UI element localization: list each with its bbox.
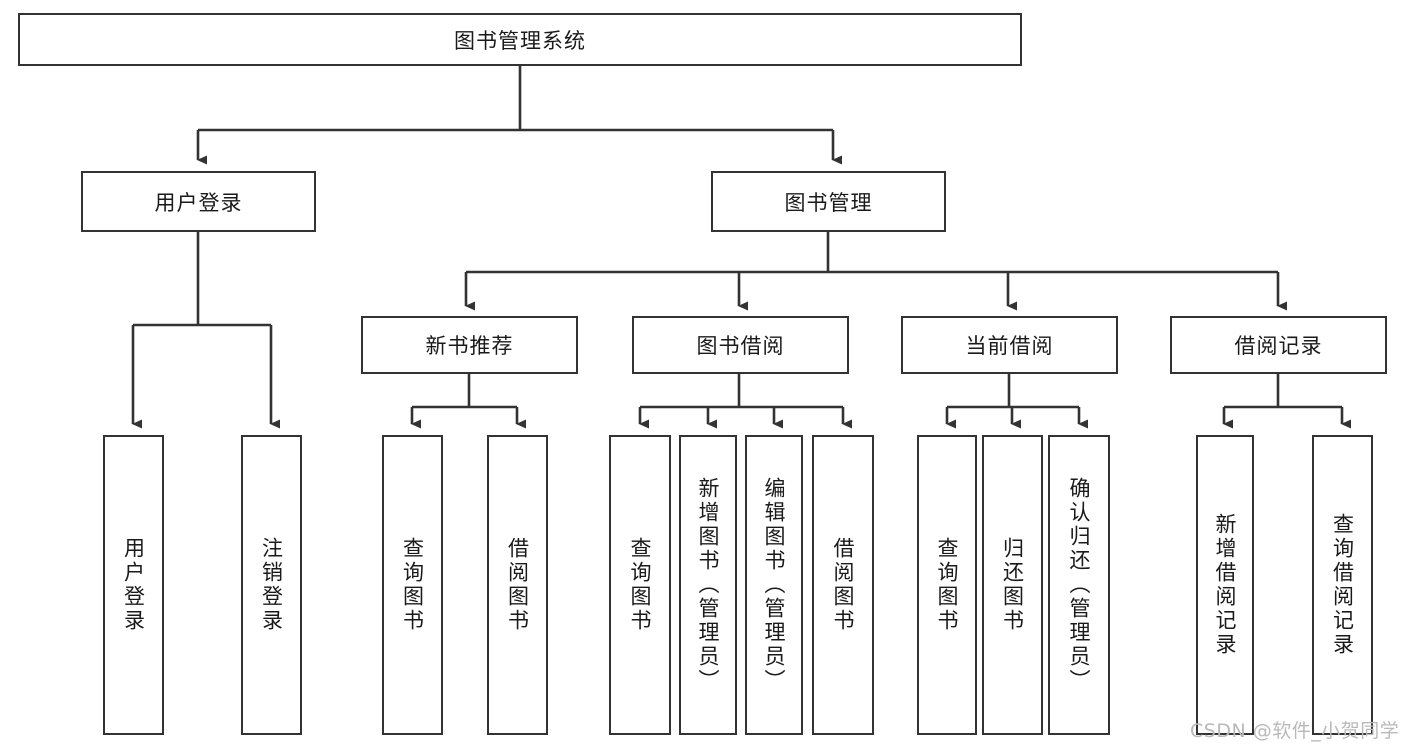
node-label: 新增图书（管理员）: [696, 477, 721, 693]
leaf-return-book[interactable]: 归还图书: [982, 435, 1043, 735]
leaf-add-book-admin[interactable]: 新增图书（管理员）: [679, 435, 737, 735]
node-book-borrow[interactable]: 图书借阅: [632, 316, 849, 374]
leaf-query-book-borrow[interactable]: 查询图书: [609, 435, 671, 735]
leaf-edit-book-admin[interactable]: 编辑图书（管理员）: [745, 435, 803, 735]
node-label: 归还图书: [1000, 537, 1025, 633]
leaf-user-login[interactable]: 用户登录: [103, 435, 164, 735]
node-current-borrow[interactable]: 当前借阅: [901, 316, 1118, 374]
csdn-watermark: CSDN @软件_小贺同学: [1190, 720, 1400, 742]
node-label: 图书管理系统: [454, 28, 586, 53]
node-label: 查询图书: [400, 537, 425, 633]
node-borrow-records[interactable]: 借阅记录: [1170, 316, 1387, 374]
leaf-query-borrow-record[interactable]: 查询借阅记录: [1312, 435, 1373, 735]
node-user-login[interactable]: 用户登录: [81, 171, 316, 232]
node-label: 借阅记录: [1234, 334, 1323, 358]
node-book-management[interactable]: 图书管理: [711, 171, 946, 232]
node-label: 用户登录: [154, 190, 243, 215]
leaf-confirm-return-admin[interactable]: 确认归还（管理员）: [1048, 435, 1110, 735]
node-label: 注销登录: [259, 537, 284, 633]
node-label: 查询图书: [628, 537, 653, 633]
node-label: 借阅图书: [831, 537, 856, 633]
leaf-add-borrow-record[interactable]: 新增借阅记录: [1196, 435, 1254, 735]
node-label: 图书管理: [784, 190, 873, 215]
node-new-book-recommend[interactable]: 新书推荐: [361, 316, 578, 374]
node-label: 图书借阅: [696, 334, 785, 358]
node-label: 当前借阅: [965, 334, 1054, 358]
node-root-system[interactable]: 图书管理系统: [18, 13, 1022, 66]
node-label: 确认归还（管理员）: [1067, 477, 1092, 693]
node-label: 编辑图书（管理员）: [762, 477, 787, 693]
node-label: 新书推荐: [425, 334, 514, 358]
leaf-logout[interactable]: 注销登录: [241, 435, 302, 735]
node-label: 查询借阅记录: [1330, 513, 1355, 657]
leaf-query-book-current[interactable]: 查询图书: [917, 435, 977, 735]
node-label: 新增借阅记录: [1213, 513, 1238, 657]
node-label: 查询图书: [935, 537, 960, 633]
leaf-borrow-book-recommend[interactable]: 借阅图书: [487, 435, 548, 735]
leaf-borrow-book[interactable]: 借阅图书: [812, 435, 874, 735]
leaf-query-book-recommend[interactable]: 查询图书: [382, 435, 443, 735]
node-label: 借阅图书: [505, 537, 530, 633]
node-label: 用户登录: [121, 537, 146, 633]
